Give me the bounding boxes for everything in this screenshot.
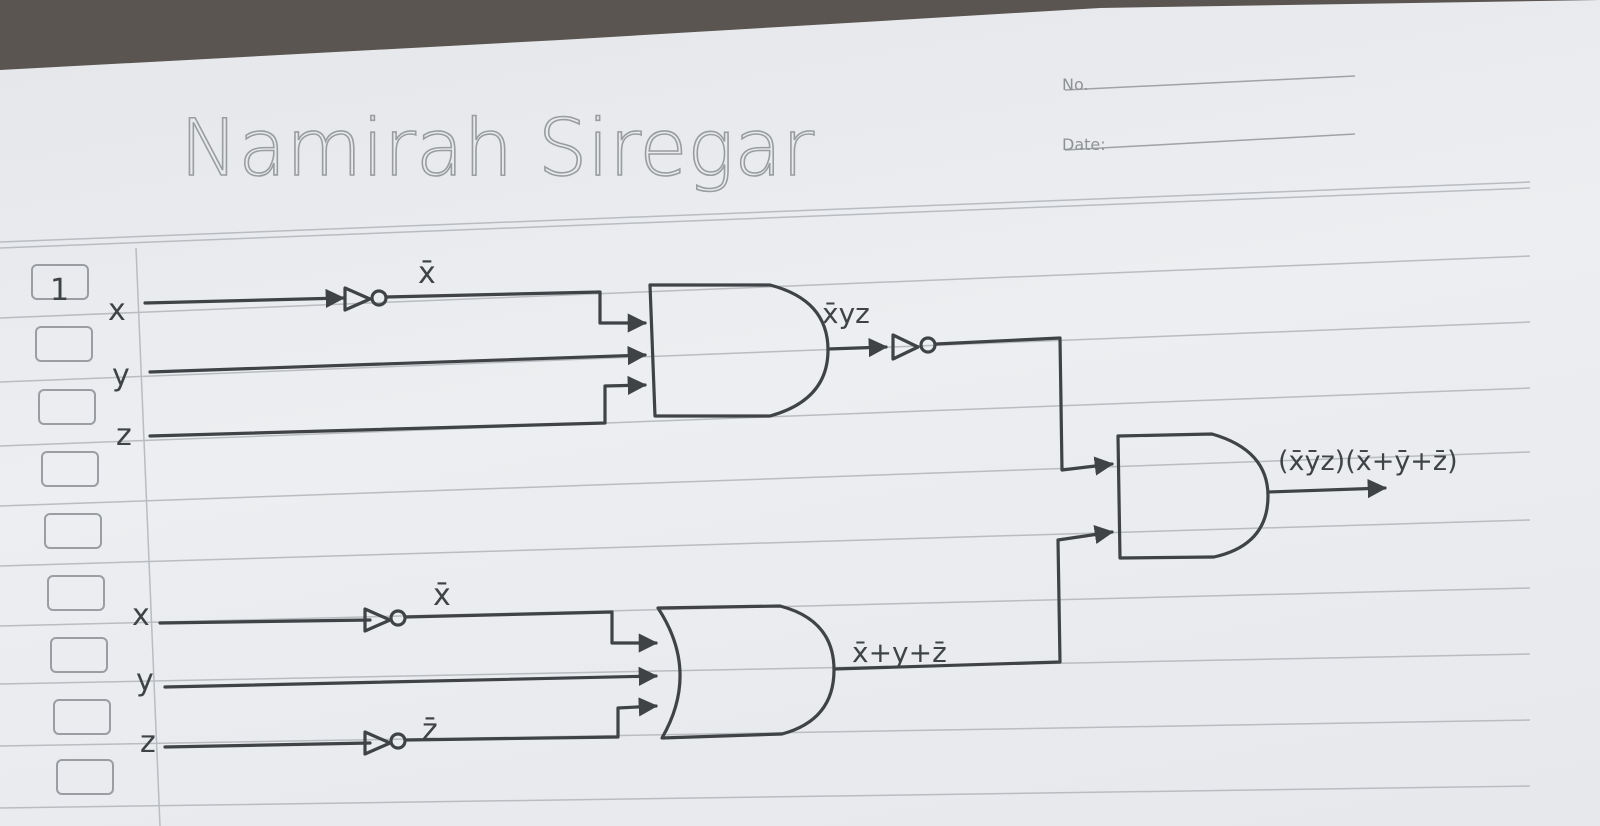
header-rule	[0, 187, 1531, 249]
bottom-not-x-label: x̄	[433, 578, 451, 613]
problem-number: 1	[50, 273, 69, 308]
bottom-or-output-wire	[832, 525, 1114, 671]
top-input-z-label: z	[116, 418, 132, 453]
top-input-y-label: y	[112, 358, 130, 393]
margin-line	[135, 247, 161, 826]
final-stage: (x̄ȳz)(x̄+ȳ+z̄)	[1116, 432, 1458, 560]
ruled-line	[0, 785, 1531, 809]
bottom-input-x-label: x	[132, 598, 150, 633]
checkbox	[35, 326, 93, 362]
bottom-not-z-wire	[403, 697, 658, 742]
checkbox	[44, 513, 102, 549]
ruled-line	[0, 321, 1531, 383]
bottom-not-z-label: z̄	[422, 713, 438, 748]
top-input-x-label: x	[108, 293, 126, 328]
top-and-output-label: x̄yz	[822, 297, 870, 330]
no-label: No.	[1062, 75, 1089, 94]
top-not-x-wire	[384, 290, 647, 333]
final-output-wire	[1266, 478, 1387, 499]
bottom-x-wire	[158, 618, 372, 625]
top-x-wire	[143, 288, 345, 309]
top-z-wire	[148, 375, 647, 438]
date-underline	[1064, 133, 1356, 151]
checkbox	[47, 575, 105, 611]
date-label: Date:	[1062, 135, 1106, 154]
checkbox	[38, 389, 96, 425]
checkbox	[41, 451, 99, 487]
bottom-input-y-label: y	[136, 663, 154, 698]
bottom-or-gate	[656, 604, 836, 740]
margin-checkboxes	[31, 264, 114, 795]
top-circuit: x y z x̄ x̄yz	[108, 256, 1114, 476]
checkbox	[50, 637, 108, 673]
checkbox	[56, 759, 114, 795]
bottom-input-z-label: z	[140, 725, 156, 760]
top-not-x-gate	[343, 286, 388, 312]
bottom-or-output-label: x̄+y+z̄	[852, 636, 947, 669]
no-underline	[1064, 75, 1356, 91]
bottom-y-wire	[163, 666, 658, 689]
header-rule	[0, 181, 1531, 243]
top-y-wire	[148, 345, 647, 374]
author-name: Namirah Siregar	[180, 104, 814, 194]
top-nand-output-wire	[934, 336, 1114, 476]
bottom-circuit: x y z x̄ z̄ x̄+y+z̄	[132, 525, 1114, 760]
final-and-gate	[1116, 432, 1270, 560]
ruled-line	[0, 451, 1531, 507]
checkbox	[31, 264, 89, 300]
bottom-z-wire	[163, 741, 372, 749]
top-and-output-wire	[826, 338, 888, 358]
bottom-not-x-wire	[403, 610, 658, 653]
ruled-line	[0, 653, 1531, 685]
ruled-line	[0, 519, 1531, 567]
checkbox	[53, 699, 111, 735]
ruled-line	[0, 255, 1531, 319]
top-not-x-label: x̄	[418, 256, 436, 291]
final-output-label: (x̄ȳz)(x̄+ȳ+z̄)	[1278, 446, 1458, 477]
